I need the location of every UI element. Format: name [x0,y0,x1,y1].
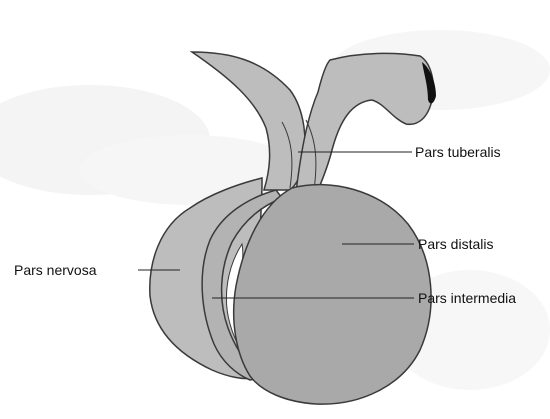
label-pars-tuberalis: Pars tuberalis [415,144,501,160]
label-pars-distalis: Pars distalis [418,236,493,252]
pars-distalis-shape [234,185,431,405]
label-pars-nervosa: Pars nervosa [14,262,97,278]
label-pars-intermedia: Pars intermedia [418,290,516,306]
